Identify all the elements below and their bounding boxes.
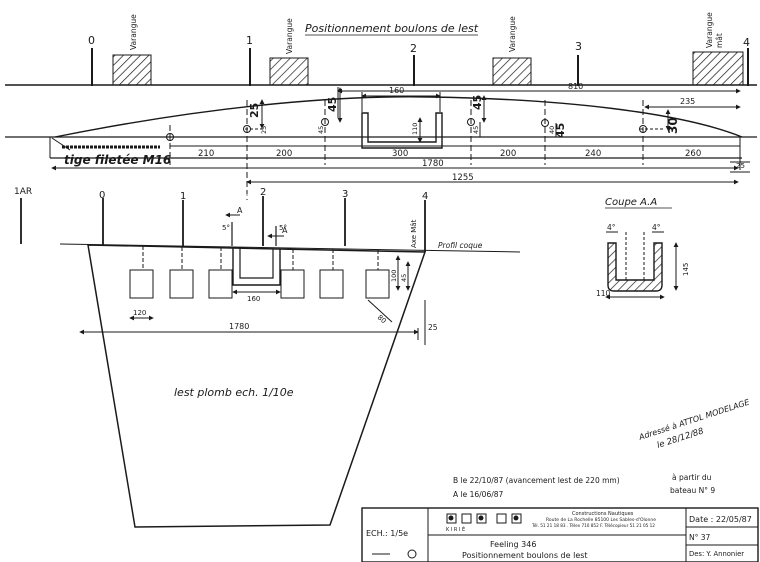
dim-25-bottom: 25: [428, 323, 438, 332]
elevation-labels: 1AR 0 1 2 3 4 A A 5° 5° Axe Mât Profil c…: [14, 187, 483, 399]
from-boat-1: à partir du: [672, 473, 712, 482]
top-station-2: 2: [410, 42, 417, 55]
dim-300: 300: [392, 149, 408, 159]
station-1ar: 1AR: [14, 187, 32, 197]
designer: Des: Y. Annonier: [689, 550, 744, 558]
top-view-labels: Positionnement boulons de lest 0 1 2 3 4…: [64, 12, 750, 183]
station-0: 0: [99, 190, 105, 201]
top-title: Positionnement boulons de lest: [305, 22, 479, 35]
top-station-0: 0: [88, 34, 95, 47]
dim-160-bottom: 160: [247, 295, 260, 303]
date: Date : 22/05/87: [689, 515, 752, 524]
varangue-2: Varangue: [285, 18, 294, 54]
varangue-mat-2: mât: [715, 33, 724, 48]
dim-200-a: 200: [276, 149, 292, 159]
dim-25: 25: [248, 103, 261, 118]
varangue-3: Varangue: [508, 16, 517, 52]
brand: K I R I É: [446, 525, 465, 533]
profil-coque: Profil coque: [438, 241, 483, 250]
station-1: 1: [180, 191, 186, 202]
dim-25-right: 25: [736, 162, 745, 170]
section-mark-a-2: A: [282, 226, 288, 235]
dim-120: 120: [133, 309, 146, 317]
dim-810: 810: [568, 82, 583, 91]
top-station-3: 3: [575, 40, 582, 53]
revision-b: B le 22/10/87 (avancement lest de 220 mm…: [453, 476, 620, 485]
rod-label: tige filetée M16: [64, 153, 171, 167]
from-boat-2: bateau N° 9: [670, 486, 715, 495]
dim-80: 80: [376, 313, 388, 325]
dim-240: 240: [585, 149, 601, 159]
drawing-title: Positionnement boulons de lest: [462, 551, 588, 560]
dim-45-bottom: 45: [400, 274, 408, 282]
station-2: 2: [260, 187, 266, 198]
coupe-aa: [605, 231, 679, 300]
dim-45-c: 45: [554, 123, 567, 138]
coupe-angle-left: 4°: [607, 223, 616, 232]
top-station-1: 1: [246, 34, 253, 47]
dim-30: 30: [666, 117, 680, 134]
dim-200-b: 200: [500, 149, 516, 159]
dim-45-a: 45: [326, 97, 339, 112]
dim-110: 110: [411, 123, 419, 135]
top-station-4: 4: [743, 36, 750, 49]
top-view: [5, 48, 757, 200]
revision-a: A le 16/06/87: [453, 490, 504, 499]
section-mark-a-1: A: [237, 206, 243, 215]
dim-45-s2: 45: [317, 126, 325, 134]
angle-5-left: 5°: [222, 224, 230, 232]
scale: ECH.: 1/5e: [366, 529, 408, 538]
coupe-title: Coupe A.A: [605, 197, 657, 208]
coupe-angle-right: 4°: [652, 223, 661, 232]
dim-260: 260: [685, 149, 701, 159]
coupe-dim-110: 110: [596, 289, 611, 298]
title-block: [361, 507, 759, 562]
dim-45-s1: 45: [472, 126, 480, 134]
company-name: Constructions Nautiques: [572, 511, 634, 517]
notes: Adressé à ATTOL MODELAGE le 28/12/88 B l…: [453, 396, 751, 499]
station-4: 4: [422, 191, 428, 202]
dim-1780-top: 1780: [422, 159, 444, 169]
dim-160: 160: [389, 86, 404, 95]
dim-25-s: 25: [260, 126, 268, 134]
company-address: Route de La Rochelle 85100 Les Sables-d'…: [546, 517, 656, 523]
coupe-dim-145: 145: [682, 263, 690, 276]
project: Feeling 346: [490, 540, 536, 549]
dim-235: 235: [680, 97, 695, 106]
company-contact: Tél. 51 21 18 83 . Télex 710 852 F. Télé…: [531, 523, 655, 528]
dim-1780-bottom: 1780: [229, 322, 249, 331]
drawing-number: N° 37: [689, 533, 711, 542]
axe-mat: Axe Mât: [410, 219, 418, 248]
coupe-labels: Coupe A.A 4° 4° 145 110: [596, 197, 690, 298]
station-3: 3: [342, 189, 348, 200]
dim-45-b: 45: [471, 95, 484, 110]
angle-5-right: 5°: [279, 224, 287, 232]
varangue-1: Varangue: [129, 14, 138, 50]
lest-label: lest plomb ech. 1/10e: [174, 386, 294, 399]
varangue-mat-1: Varangue: [705, 12, 714, 48]
elevation-view: [10, 194, 521, 528]
dim-40: 40: [548, 126, 556, 134]
dim-1255: 1255: [452, 173, 474, 183]
dim-210: 210: [198, 149, 214, 159]
title-block-text: ECH.: 1/5e Constructions Nautiques Route…: [366, 511, 752, 560]
dim-100: 100: [390, 270, 398, 282]
